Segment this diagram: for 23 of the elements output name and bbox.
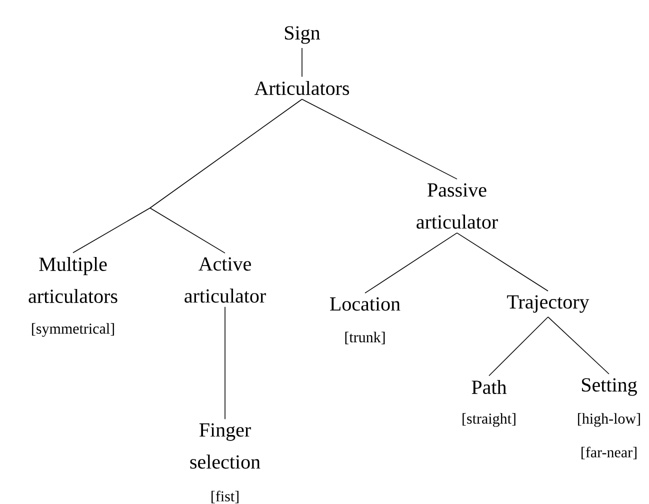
node-label: Multiple articulators [28, 256, 118, 304]
branch-line [364, 232, 458, 294]
branch-line [224, 306, 226, 420]
node-label: Articulators [254, 80, 350, 96]
node-label: Trajectory [507, 295, 590, 313]
branch-line [302, 98, 458, 180]
node-label: Location [330, 297, 400, 311]
branch-line [548, 316, 610, 374]
node-label: Sign [285, 26, 320, 44]
node-label: Active articulator [184, 257, 266, 303]
branch-line [488, 316, 548, 376]
feature-label: [straight] [462, 413, 516, 427]
feature-label: [far-near] [582, 446, 636, 460]
node-label: Finger selection [190, 423, 260, 469]
feature-label: [fist] [212, 490, 238, 504]
branch-line [72, 98, 302, 254]
node-label: Passive articulator [416, 183, 498, 229]
feature-label: [symmetrical] [32, 323, 114, 337]
node-label: Path [472, 380, 507, 394]
node-label: Setting [582, 378, 637, 396]
branch-line [456, 232, 548, 292]
feature-label: [high-low] [578, 413, 640, 427]
feature-label: [trunk] [345, 332, 385, 344]
